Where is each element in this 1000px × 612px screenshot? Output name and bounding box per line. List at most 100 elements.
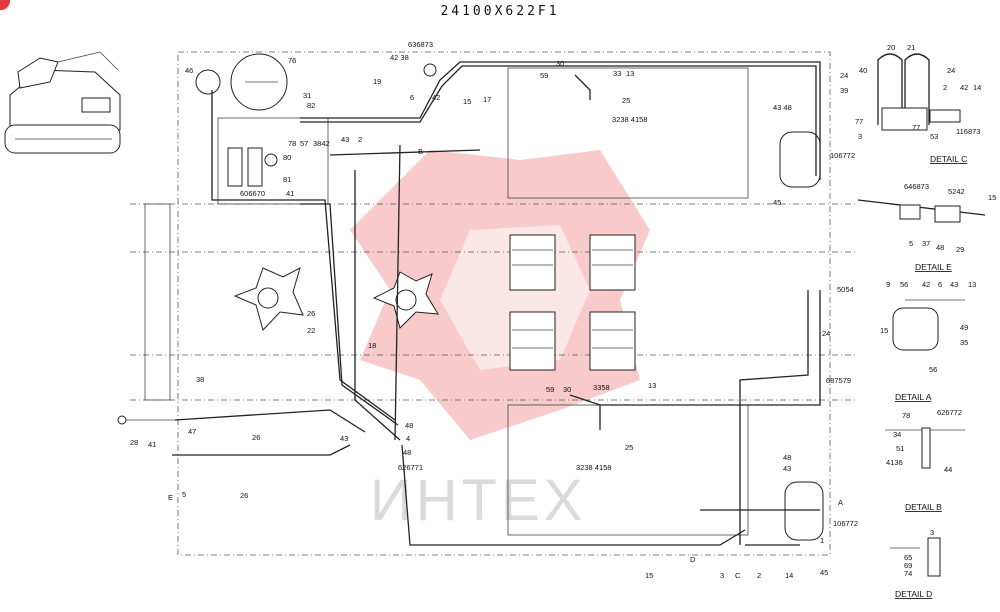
- callout: 636873: [408, 40, 433, 49]
- callout: 687579: [826, 376, 851, 385]
- callout: 19: [373, 77, 381, 86]
- callout: 24: [947, 66, 955, 75]
- callout: 78: [288, 139, 296, 148]
- detail-e-drawing: [857, 199, 986, 223]
- callout: 43: [950, 280, 958, 289]
- callout: 6: [938, 280, 942, 289]
- callout: A: [838, 498, 843, 507]
- callout: 4136: [886, 458, 903, 467]
- callout: 59: [546, 385, 554, 394]
- callout: 31: [303, 91, 311, 100]
- callout: E: [168, 493, 173, 502]
- callout: 43: [341, 135, 349, 144]
- callout: 626771: [398, 463, 423, 472]
- callout: 56: [900, 280, 908, 289]
- pipe-network: [117, 61, 821, 546]
- drawing-title: 24100X622F1: [440, 4, 560, 19]
- watermark-text: ИНТЕХ: [370, 468, 586, 533]
- callout: 30: [563, 385, 571, 394]
- callout: 13: [648, 381, 656, 390]
- callout: 3: [858, 132, 862, 141]
- callout: 48: [403, 448, 411, 457]
- callout: 17: [483, 95, 491, 104]
- callout: 78: [902, 411, 910, 420]
- callout-labels: 636873 30 59 33 13 76 46 31 82 78 57 384…: [130, 40, 996, 580]
- excavator-thumbnail: [4, 51, 121, 154]
- fan-right: [372, 271, 439, 329]
- callout: 81: [283, 175, 291, 184]
- callout: 13: [968, 280, 976, 289]
- callout: 13: [626, 69, 634, 78]
- callout: 2: [943, 83, 947, 92]
- callout: 74: [904, 569, 912, 578]
- callout: 45: [820, 568, 828, 577]
- callout: 28: [130, 438, 138, 447]
- callout: 34: [893, 430, 901, 439]
- chassis-frame: [130, 51, 858, 556]
- callout: 76: [288, 56, 296, 65]
- detail-b-drawing: [885, 427, 965, 469]
- callout: 5054: [837, 285, 854, 294]
- callout: D: [690, 555, 696, 564]
- callout: 43 48: [773, 103, 792, 112]
- callout: 3: [720, 571, 724, 580]
- callout: 41: [286, 189, 294, 198]
- callout: 14: [785, 571, 793, 580]
- callout: 106772: [833, 519, 858, 528]
- callout: 24: [840, 71, 848, 80]
- callout: 30: [556, 59, 564, 68]
- callout: 3842: [313, 139, 330, 148]
- callout: 5: [909, 239, 913, 248]
- callout: 48: [783, 453, 791, 462]
- callout: 29: [956, 245, 964, 254]
- callout: 26: [307, 309, 315, 318]
- callout: 56: [929, 365, 937, 374]
- callout: 15: [463, 97, 471, 106]
- callout: 69: [904, 561, 912, 570]
- air-tank-bottom: [784, 481, 824, 541]
- callout: 47: [188, 427, 196, 436]
- detail-d-caption: DETAIL D: [895, 589, 932, 599]
- callout: 82: [307, 101, 315, 110]
- callout: 49: [960, 323, 968, 332]
- callout: 48: [936, 243, 944, 252]
- callout: 25: [622, 96, 630, 105]
- callout: 626772: [937, 408, 962, 417]
- callout: 3: [930, 528, 934, 537]
- callout: 646873: [904, 182, 929, 191]
- detail-c-drawing: [877, 53, 961, 131]
- callout: 59: [540, 71, 548, 80]
- detail-d-drawing: [890, 537, 941, 577]
- callout: 43: [340, 434, 348, 443]
- callout: 43: [783, 464, 791, 473]
- detail-c-caption: DETAIL C: [930, 154, 967, 164]
- callout: 33: [613, 69, 621, 78]
- callout: 5242: [948, 187, 965, 196]
- callout: 3238 4158: [576, 463, 611, 472]
- fan-left: [233, 267, 304, 331]
- detail-b-caption: DETAIL B: [905, 502, 942, 512]
- callout: 14: [973, 83, 981, 92]
- callout: 1: [820, 536, 824, 545]
- callout: C: [735, 571, 741, 580]
- callout: 39: [840, 86, 848, 95]
- callout: 42: [432, 93, 440, 102]
- callout: 3238 4158: [612, 115, 647, 124]
- callout: 6: [410, 93, 414, 102]
- callout: 2: [358, 135, 362, 144]
- detail-a-caption: DETAIL A: [895, 392, 932, 402]
- valve-blocks: [509, 234, 636, 371]
- callout: 42: [960, 83, 968, 92]
- top-left-components: [195, 53, 288, 187]
- callout: 2: [757, 571, 761, 580]
- callout: 57: [300, 139, 308, 148]
- callout: 21: [907, 43, 915, 52]
- callout: 15: [988, 193, 996, 202]
- callout: 4: [406, 434, 410, 443]
- callout: 44: [944, 465, 952, 474]
- callout: 18: [368, 341, 376, 350]
- callout: 24: [822, 329, 830, 338]
- detail-a-drawing: [892, 299, 965, 351]
- callout: 9: [886, 280, 890, 289]
